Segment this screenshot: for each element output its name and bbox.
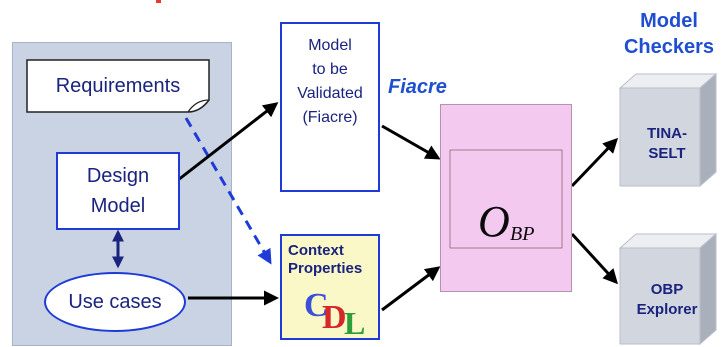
use-cases-label: Use cases (68, 290, 162, 313)
model-line-3: Validated (297, 85, 363, 102)
tina-line-2: SELT (648, 145, 686, 162)
design-to-model-arrow (177, 102, 279, 182)
model-line-4: (Fiacre) (302, 109, 358, 126)
context-to-obp-arrow (381, 266, 441, 312)
model-checkers-line-2: Checkers (623, 36, 715, 58)
obp-to-explorer-arrow (570, 232, 619, 285)
requirements-to-context-arrow (184, 117, 272, 265)
explorer-line-2: Explorer (636, 301, 698, 318)
design-model-line-1: Design (86, 165, 150, 187)
obp-box (440, 104, 572, 292)
model-checkers-title: Model Checkers (610, 8, 728, 60)
context-properties-box: Context Properties C D L (280, 234, 380, 340)
obp-explorer-cube (618, 232, 718, 346)
tina-line-1: TINA- (647, 125, 687, 142)
obp-explorer-label: OBP Explorer (628, 270, 706, 330)
context-line-1: Context (288, 242, 344, 259)
use-cases-ellipse: Use cases (44, 272, 186, 332)
cdl-letter-d: D (322, 299, 347, 336)
model-checkers-line-1: Model (640, 10, 698, 32)
cdl-letter-c: C (304, 287, 329, 324)
obp-letter-o: O (478, 197, 510, 246)
cdl-logo: C D L (304, 287, 365, 340)
design-model-box: Design Model (56, 152, 180, 230)
explorer-line-1: OBP (650, 281, 684, 298)
model-to-obp-arrow (381, 124, 441, 160)
tina-selt-label: TINA- SELT (628, 112, 706, 176)
design-model-line-2: Model (90, 195, 146, 217)
model-to-validate-box: Model to be Validated (Fiacre) (280, 22, 380, 192)
cdl-letter-l: L (344, 305, 365, 340)
tina-selt-cube (618, 72, 718, 188)
document-fold (187, 99, 210, 113)
fiacre-label: Fiacre (388, 76, 447, 98)
model-line-1: Model (308, 37, 352, 54)
obp-to-tina-arrow (570, 137, 619, 188)
red-mark (156, 0, 161, 3)
requirements-label: Requirements (55, 74, 181, 97)
context-line-2: Properties (288, 260, 363, 277)
model-line-2: to be (312, 61, 348, 78)
obp-letters-bp: BP (510, 223, 534, 245)
